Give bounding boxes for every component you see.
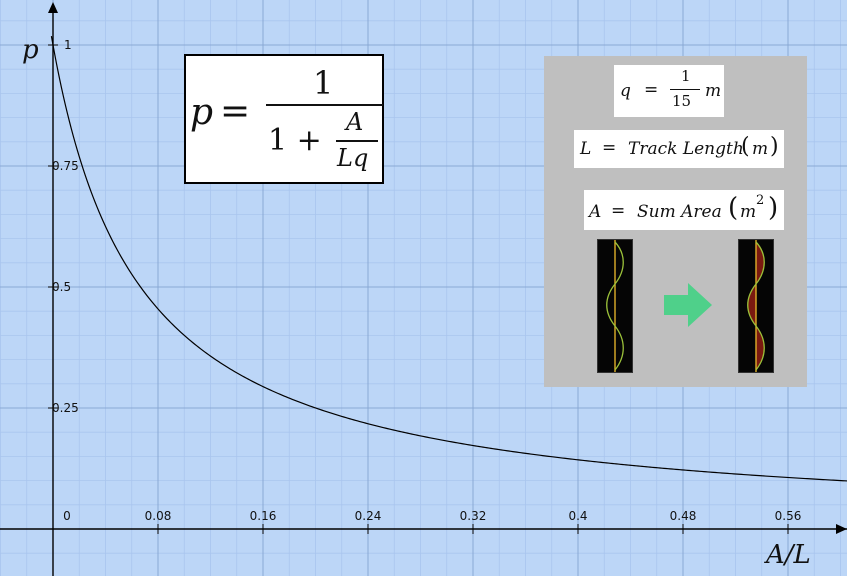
formula-lhs: p bbox=[190, 92, 214, 133]
formula-inner-fraction-bar bbox=[336, 140, 378, 142]
y-tick-label: 0.25 bbox=[52, 401, 79, 415]
q-definition: q = 1 15 m bbox=[614, 65, 724, 117]
l-unit: m bbox=[752, 139, 769, 159]
q-fraction-denominator: 15 bbox=[672, 92, 692, 110]
l-equals: = bbox=[602, 138, 617, 158]
a-equals: = bbox=[611, 201, 626, 221]
x-axis-label: A/L bbox=[764, 540, 811, 570]
x-tick-label: 0.48 bbox=[670, 509, 697, 523]
formula-box: p = 1 1 + A Lq bbox=[184, 54, 384, 184]
track-before bbox=[597, 239, 633, 373]
a-paren-open: ( bbox=[728, 193, 739, 223]
y-tick-label: 0.5 bbox=[52, 280, 71, 294]
tick-marks bbox=[48, 44, 789, 534]
track-after-drawing bbox=[747, 240, 765, 372]
l-definition: L = Track Length ( m ) bbox=[574, 130, 784, 168]
x-axis-arrow bbox=[836, 524, 847, 534]
a-definition: A = Sum Area ( m 2 ) bbox=[584, 190, 784, 230]
q-unit: m bbox=[705, 81, 722, 101]
q-fraction-numerator: 1 bbox=[681, 67, 691, 85]
definitions-panel: q = 1 15 m L = Track Length ( m ) A = Su… bbox=[544, 56, 807, 387]
formula-denominator-one: 1 + bbox=[268, 123, 322, 158]
a-text: Sum Area bbox=[637, 202, 722, 222]
track-before-drawing bbox=[606, 240, 624, 372]
l-paren-open: ( bbox=[741, 134, 750, 159]
track-after bbox=[738, 239, 774, 373]
a-unit: m bbox=[740, 202, 757, 222]
y-tick-label: 1 bbox=[64, 38, 72, 52]
formula-numerator: 1 bbox=[313, 64, 334, 102]
x-tick-labels: 0 0.08 0.16 0.24 0.32 0.4 0.48 0.56 bbox=[63, 509, 801, 523]
x-tick-label: 0 bbox=[63, 509, 71, 523]
formula-fraction-bar bbox=[266, 104, 383, 106]
a-paren-close: ) bbox=[768, 193, 779, 223]
formula-inner-denominator: Lq bbox=[337, 144, 369, 172]
a-unit-exponent: 2 bbox=[756, 193, 765, 208]
y-axis-arrow bbox=[48, 2, 58, 13]
q-fraction-bar bbox=[670, 89, 700, 90]
l-var: L bbox=[580, 139, 592, 159]
x-tick-label: 0.08 bbox=[145, 509, 172, 523]
x-tick-label: 0.16 bbox=[250, 509, 277, 523]
x-tick-label: 0.56 bbox=[775, 509, 802, 523]
y-axis-label: p bbox=[22, 35, 39, 65]
formula-inner-numerator: A bbox=[346, 108, 364, 136]
arrow-right-icon bbox=[664, 283, 712, 327]
y-tick-label: 0.75 bbox=[52, 159, 79, 173]
q-equals: = bbox=[644, 80, 659, 100]
q-var: q bbox=[620, 81, 631, 101]
y-tick-labels: 0.25 0.5 0.75 1 bbox=[52, 38, 79, 415]
l-paren-close: ) bbox=[770, 134, 779, 159]
l-text: Track Length bbox=[628, 139, 744, 159]
x-tick-label: 0.4 bbox=[568, 509, 587, 523]
a-var: A bbox=[589, 202, 602, 222]
x-tick-label: 0.32 bbox=[460, 509, 487, 523]
x-tick-label: 0.24 bbox=[355, 509, 382, 523]
series-line-p bbox=[50, 36, 847, 482]
formula-equals: = bbox=[220, 91, 251, 132]
